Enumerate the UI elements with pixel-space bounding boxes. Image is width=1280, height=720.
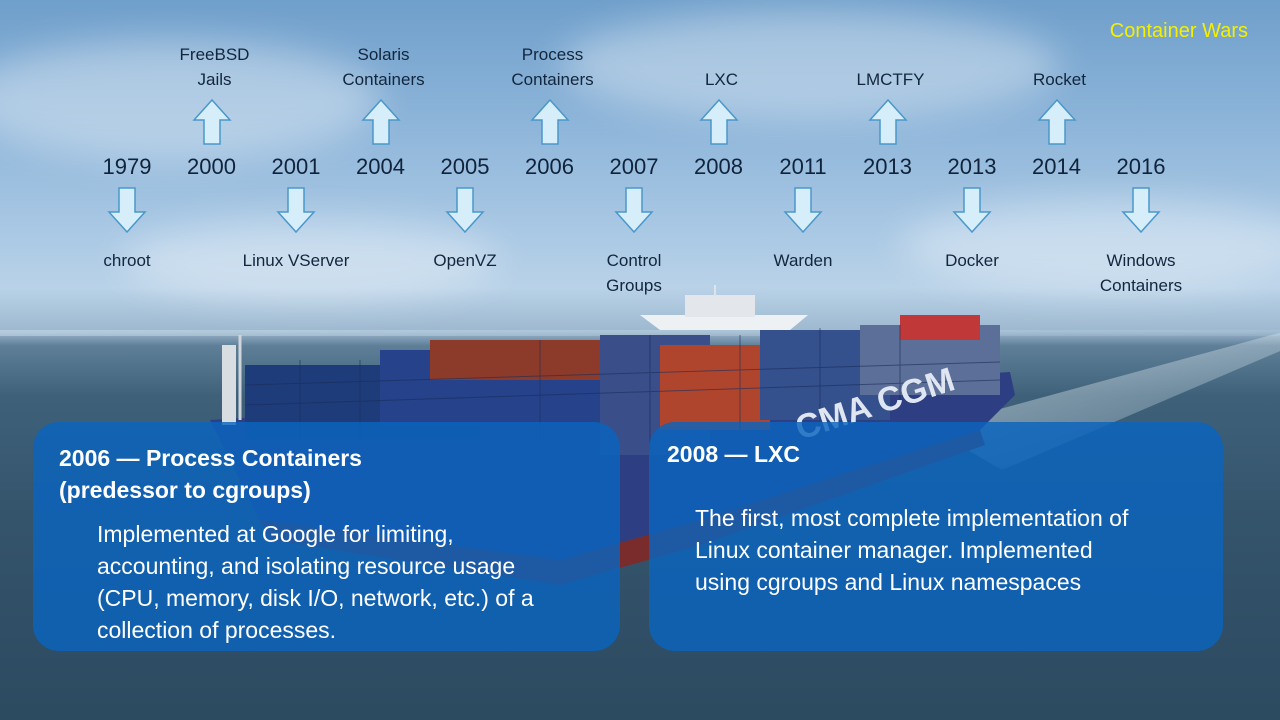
slide-title: Container Wars bbox=[1109, 20, 1248, 42]
timeline-year: 2000 bbox=[187, 154, 236, 179]
card-body-line: Implemented at Google for limiting, bbox=[97, 521, 454, 547]
timeline-label-line: Process bbox=[521, 45, 584, 64]
arrow-down-icon bbox=[1121, 187, 1161, 234]
timeline-label-line: Groups bbox=[606, 276, 662, 295]
timeline-label-line: Linux VServer bbox=[242, 251, 350, 270]
timeline-label-below: OpenVZ bbox=[395, 248, 535, 273]
card-body-line: using cgroups and Linux namespaces bbox=[695, 569, 1082, 595]
timeline-year: 2004 bbox=[356, 154, 405, 179]
timeline-year: 2007 bbox=[609, 154, 659, 179]
card-body-line: Linux container manager. Implemented bbox=[695, 537, 1093, 563]
timeline-label-above: FreeBSD Jails bbox=[145, 42, 285, 92]
arrow-up-icon bbox=[191, 98, 232, 145]
card-body-line: The first, most complete implementation … bbox=[695, 505, 1129, 531]
timeline-label-line: OpenVZ bbox=[433, 251, 497, 270]
timeline-label-above: LMCTFY bbox=[821, 67, 961, 92]
timeline-year: 2005 bbox=[440, 154, 490, 179]
card-title-line: (predessor to cgroups) bbox=[59, 477, 311, 503]
timeline-label-line: Containers bbox=[342, 70, 425, 89]
timeline-label-line: Windows bbox=[1106, 251, 1176, 270]
card-title-line: 2008 — LXC bbox=[667, 441, 800, 467]
timeline-label-below: Linux VServer bbox=[226, 248, 366, 273]
card-body: Implemented at Google for limiting, acco… bbox=[97, 518, 534, 646]
cloud bbox=[120, 220, 500, 300]
arrow-up-icon bbox=[360, 98, 401, 145]
timeline-year: 2011 bbox=[779, 154, 827, 179]
timeline-label-above: Rocket bbox=[990, 67, 1130, 92]
timeline-label-line: Solaris bbox=[357, 45, 410, 64]
card-body-line: accounting, and isolating resource usage bbox=[97, 553, 516, 579]
arrow-down-icon bbox=[783, 187, 823, 234]
timeline-label-line: LXC bbox=[704, 70, 739, 89]
timeline-label-line: Rocket bbox=[1033, 70, 1086, 89]
arrow-up-icon bbox=[867, 98, 908, 145]
timeline-label-above: LXC bbox=[652, 67, 792, 92]
timeline-year: 2001 bbox=[271, 154, 321, 179]
timeline-year: 2014 bbox=[1032, 154, 1081, 179]
arrow-down-icon bbox=[276, 187, 316, 234]
cloud bbox=[0, 40, 380, 160]
arrow-up-icon bbox=[529, 98, 570, 145]
timeline-year: 2008 bbox=[694, 154, 743, 179]
timeline-label-line: FreeBSD bbox=[179, 45, 250, 64]
arrow-down-icon bbox=[952, 187, 992, 234]
card-body: The first, most complete implementation … bbox=[695, 502, 1128, 598]
cloud bbox=[560, 10, 1060, 120]
timeline-year: 2006 bbox=[525, 154, 574, 179]
arrow-up-icon bbox=[698, 98, 739, 145]
timeline-label-below: Docker bbox=[902, 248, 1042, 273]
card-title-line: 2006 — Process Containers bbox=[59, 445, 362, 471]
card-body-line: (CPU, memory, disk I/O, network, etc.) o… bbox=[97, 585, 534, 611]
timeline-label-line: Warden bbox=[773, 251, 833, 270]
card-body-line: collection of processes. bbox=[97, 617, 337, 643]
timeline-year: 2013 bbox=[863, 154, 912, 179]
timeline-year: 2013 bbox=[947, 154, 997, 179]
timeline-label-line: Control bbox=[606, 251, 662, 270]
timeline-label-below: chroot bbox=[57, 248, 197, 273]
timeline-label-line: chroot bbox=[103, 251, 151, 270]
arrow-down-icon bbox=[445, 187, 485, 234]
horizon bbox=[0, 330, 1280, 336]
timeline-year: 2016 bbox=[1116, 154, 1166, 179]
lxc-card: 2008 — LXC The first, most complete impl… bbox=[649, 422, 1223, 651]
arrow-up-icon bbox=[1036, 98, 1077, 145]
timeline-label-line: Containers bbox=[1099, 276, 1183, 295]
timeline-label-line: Containers bbox=[511, 70, 594, 89]
arrow-down-icon bbox=[614, 187, 654, 234]
timeline-label-line: LMCTFY bbox=[856, 70, 925, 89]
timeline-label-below: Warden bbox=[733, 248, 873, 273]
arrow-down-icon bbox=[107, 187, 147, 234]
timeline-label-line: Jails bbox=[197, 70, 232, 89]
timeline-year: 1979 bbox=[102, 154, 152, 179]
process-containers-card: 2006 — Process Containers (predessor to … bbox=[33, 422, 620, 651]
card-title: 2006 — Process Containers (predessor to … bbox=[59, 442, 362, 506]
timeline-label-line: Docker bbox=[945, 251, 999, 270]
card-title: 2008 — LXC bbox=[667, 438, 800, 470]
